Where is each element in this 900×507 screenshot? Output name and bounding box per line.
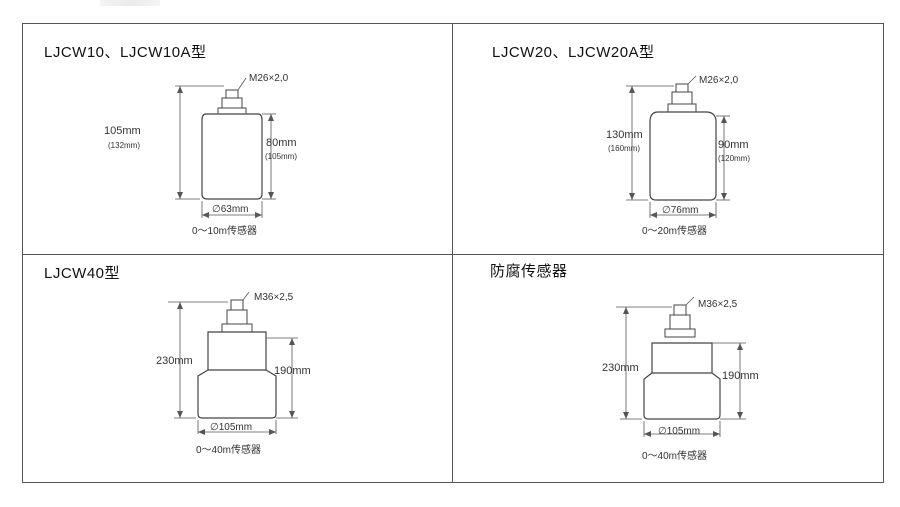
panel-title-anticorrosion: 防腐传感器 [490, 263, 568, 280]
connector-nut [221, 97, 243, 109]
sensor-lower-body [197, 369, 277, 419]
thread-label: M26×2,0 [249, 73, 289, 84]
range-label: 0～40m传感器 [642, 449, 707, 462]
connector-thread [217, 107, 247, 115]
table-horizontal-divider [22, 254, 884, 255]
diameter-label: ∅76mm [662, 205, 699, 216]
range-label: 0～40m传感器 [196, 443, 261, 456]
thread-label: M26×2,0 [699, 75, 739, 86]
body-height-alt-label: (120mm) [718, 154, 750, 163]
total-height-label: 130mm [606, 129, 643, 141]
sensor-upper-body [207, 331, 267, 371]
total-height-label: 105mm [104, 125, 141, 137]
thread-label: M36×2,5 [698, 299, 738, 310]
total-height-alt-label: (132mm) [108, 141, 140, 150]
top-edge-smudge [100, 0, 160, 6]
sensor-upper-body [651, 342, 713, 374]
spec-table-frame [22, 23, 884, 483]
body-height-label: 80mm [266, 137, 297, 149]
total-height-label: 230mm [602, 362, 639, 374]
panel-title-ljcw40: LJCW40型 [44, 265, 121, 282]
panel-title-ljcw10: LJCW10、LJCW10A型 [44, 44, 207, 61]
diameter-label: ∅63mm [212, 204, 249, 215]
sensor-lower-body [643, 372, 721, 420]
body-height-alt-label: (105mm) [265, 152, 297, 161]
panel-title-ljcw20: LJCW20、LJCW20A型 [492, 44, 655, 61]
diameter-label: ∅105mm [210, 422, 252, 433]
sensor-diagram-ljcw20: M26×2,0 130mm (160mm) 90mm (120mm) ∅76mm… [606, 75, 750, 237]
diameter-label: ∅105mm [658, 426, 700, 437]
thread-label: M36×2,5 [254, 292, 294, 303]
body-height-label: 90mm [718, 139, 749, 151]
connector-cap [225, 89, 239, 99]
body-height-label: 190mm [722, 370, 759, 382]
total-height-alt-label: (160mm) [608, 144, 640, 153]
range-label: 0～20m传感器 [642, 224, 707, 237]
sensor-diagram-anticorrosion: M36×2,5 230mm 190mm ∅105mm 0～40m传感器 [602, 296, 759, 462]
range-label: 0～10m传感器 [192, 224, 257, 237]
sensor-diagram-ljcw10: M26×2,0 105mm (132mm) 80mm (105mm) ∅63mm… [104, 73, 297, 237]
body-height-label: 190mm [274, 365, 311, 377]
table-vertical-divider [452, 23, 453, 483]
sensor-body [649, 111, 717, 201]
total-height-label: 230mm [156, 355, 193, 367]
sensor-body [201, 113, 263, 200]
sensor-diagram-ljcw40: M36×2,5 230mm 190mm ∅105mm 0～40m传感器 [156, 291, 311, 456]
